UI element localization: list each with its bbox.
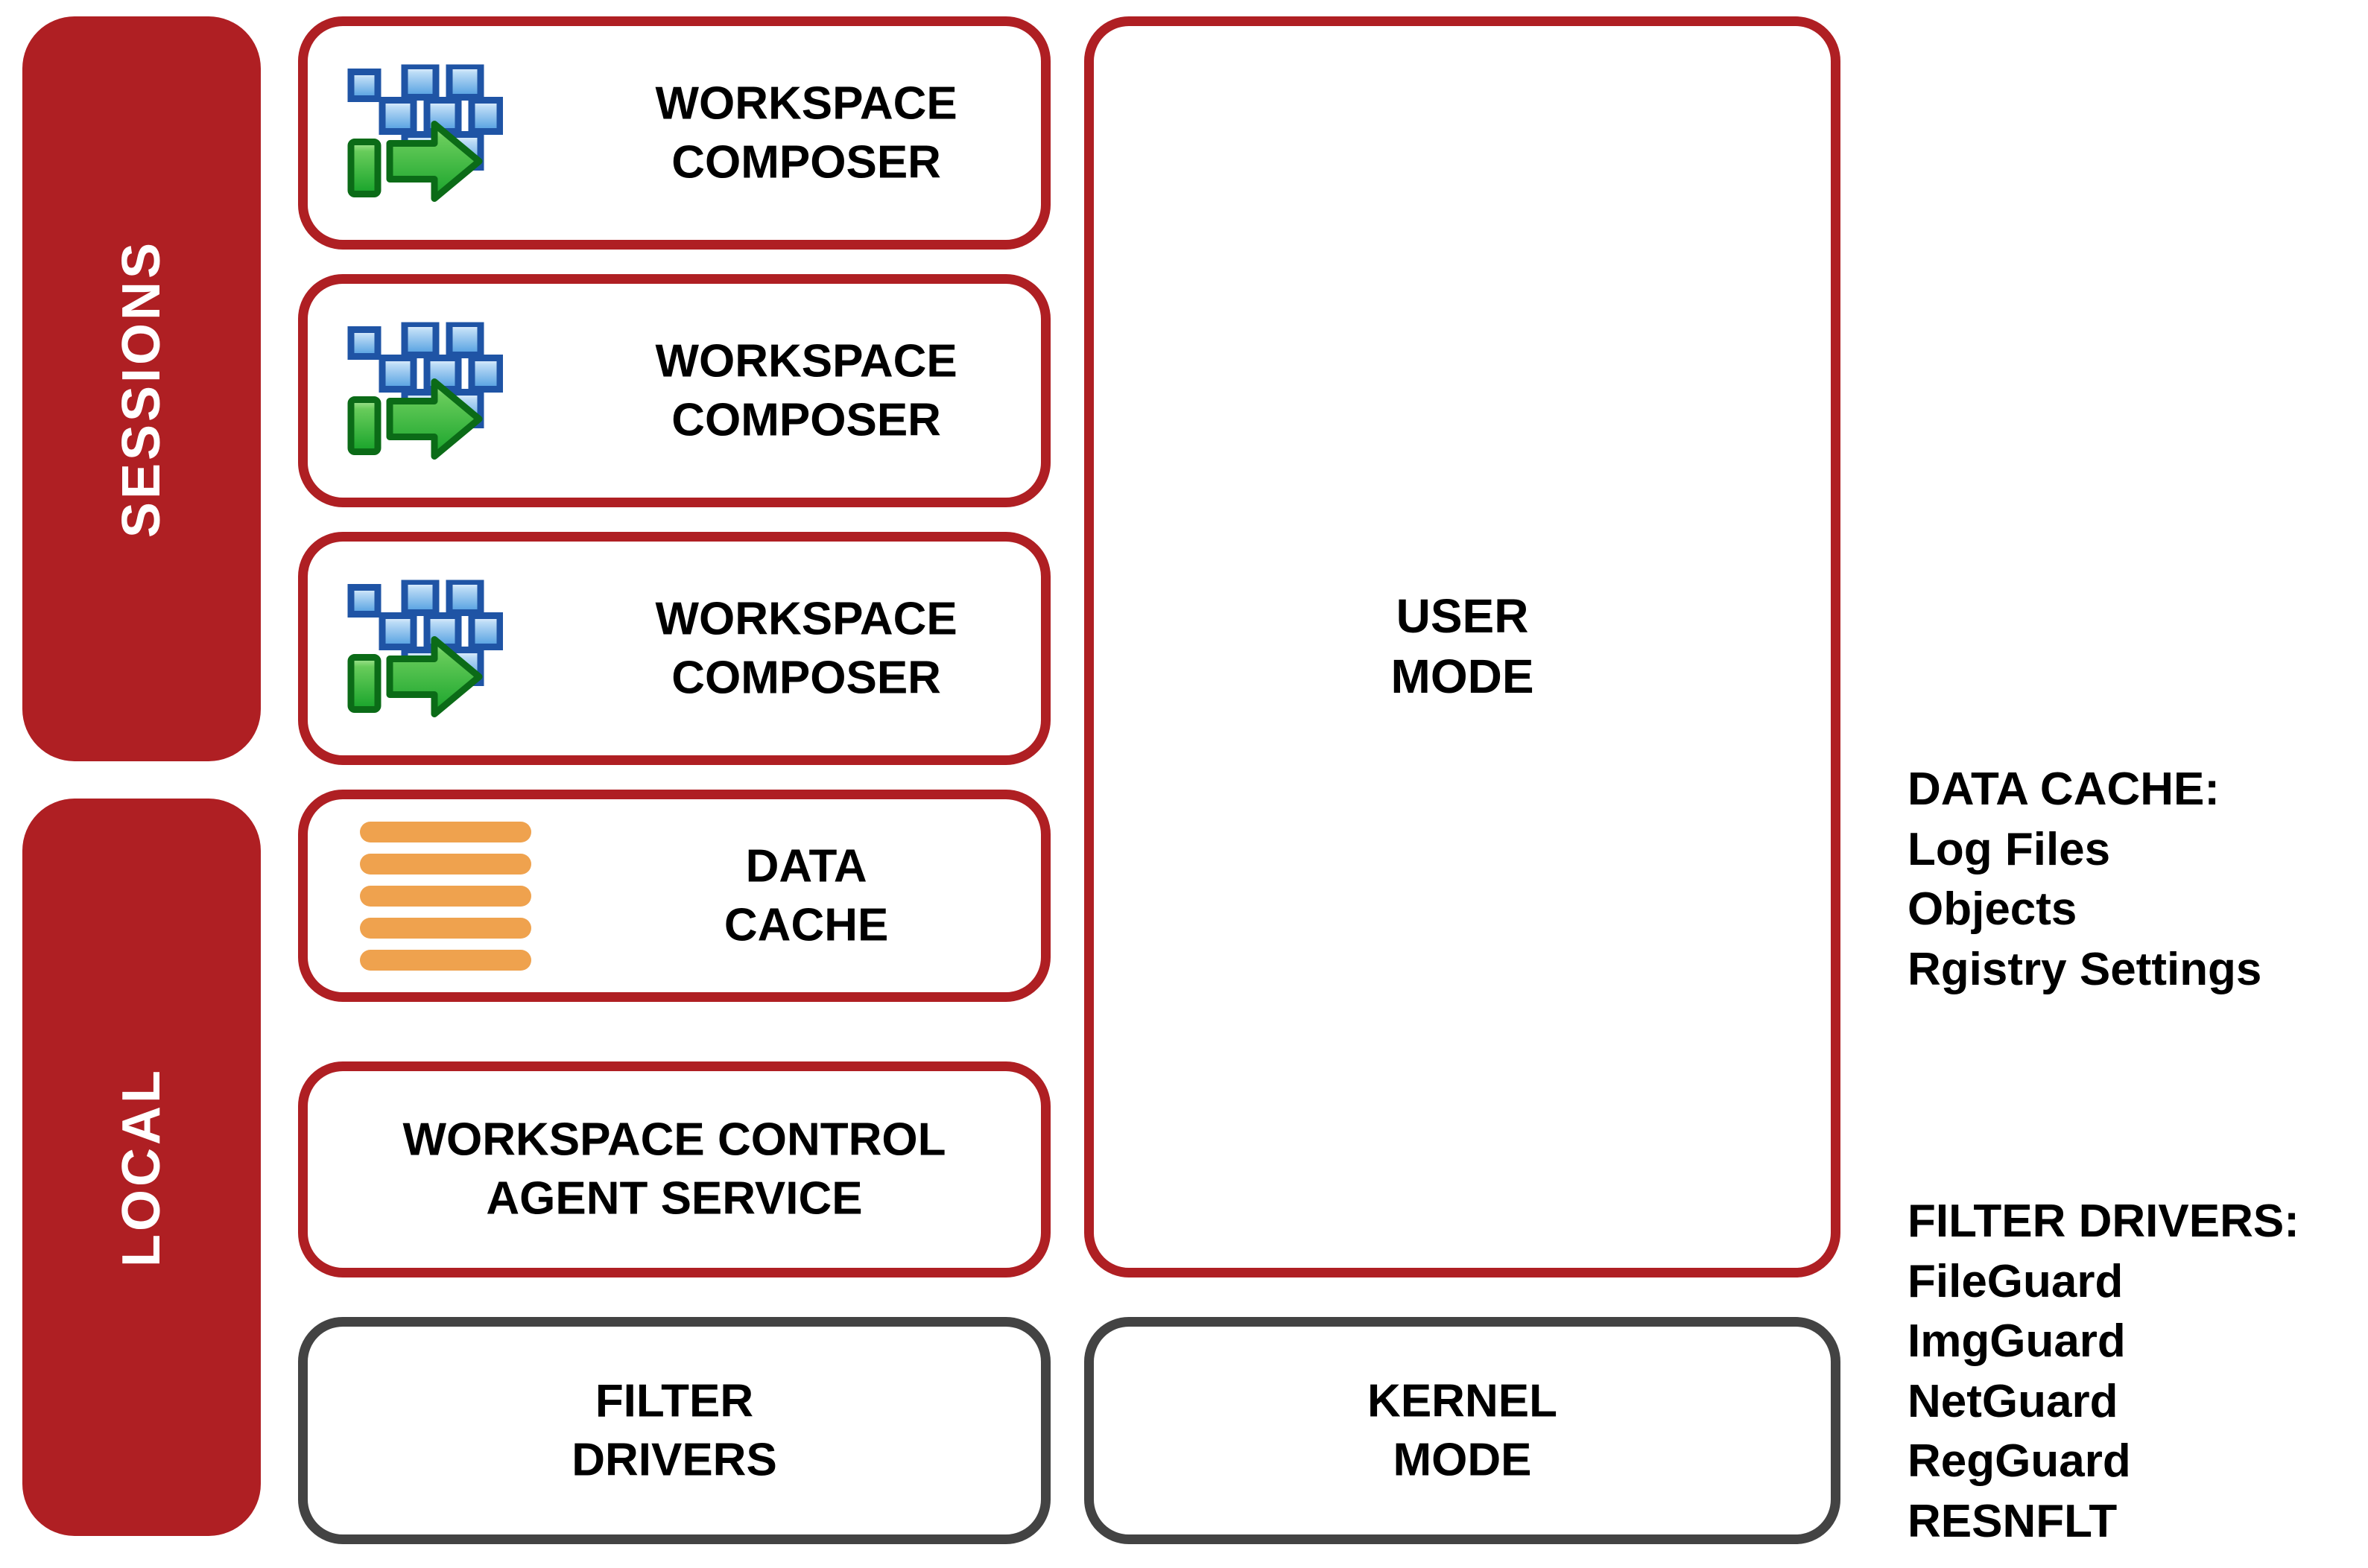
- workspace-composer-icon: [346, 320, 504, 460]
- filter-drivers-box[interactable]: FILTER DRIVERS: [298, 1317, 1051, 1544]
- filter-drivers-legend-item-netguard: NetGuard: [1908, 1375, 2118, 1427]
- workspace-control-agent-service-label: WORKSPACE CONTROL AGENT SERVICE: [402, 1114, 946, 1225]
- workspace-composer-box-3[interactable]: WORKSPACE COMPOSER: [298, 532, 1051, 765]
- data-cache-label: DATA CACHE: [724, 840, 889, 951]
- band-local-label: LOCAL: [112, 1067, 171, 1267]
- workspace-composer-label-3: WORKSPACE COMPOSER: [655, 593, 957, 704]
- data-cache-legend-item-registry-settings: Rgistry Settings: [1908, 943, 2262, 995]
- workspace-composer-box-2[interactable]: WORKSPACE COMPOSER: [298, 274, 1051, 507]
- data-cache-legend: DATA CACHE: Log Files Objects Rgistry Se…: [1908, 760, 2261, 1000]
- filter-drivers-legend-item-regguard: RegGuard: [1908, 1435, 2131, 1488]
- kernel-mode-box[interactable]: KERNEL MODE: [1084, 1317, 1840, 1544]
- data-cache-bar: [360, 917, 531, 939]
- user-mode-label: USER MODE: [1390, 588, 1534, 704]
- workspace-composer-icon: [346, 577, 504, 717]
- data-cache-icon: [360, 821, 531, 971]
- band-local: LOCAL: [22, 799, 261, 1536]
- data-cache-legend-title: DATA CACHE:: [1908, 764, 2220, 815]
- data-cache-box[interactable]: DATA CACHE: [298, 790, 1051, 1002]
- filter-drivers-legend-item-fileguard: FileGuard: [1908, 1255, 2124, 1307]
- workspace-control-agent-service-box[interactable]: WORKSPACE CONTROL AGENT SERVICE: [298, 1061, 1051, 1277]
- data-cache-bar: [360, 885, 531, 907]
- workspace-composer-label-2: WORKSPACE COMPOSER: [655, 335, 957, 446]
- band-sessions-label: SESSIONS: [112, 239, 171, 539]
- filter-drivers-label: FILTER DRIVERS: [572, 1375, 777, 1486]
- workspace-composer-box-1[interactable]: WORKSPACE COMPOSER: [298, 16, 1051, 250]
- workspace-composer-icon: [346, 62, 504, 202]
- filter-drivers-legend-title: FILTER DRIVERS:: [1908, 1196, 2299, 1247]
- data-cache-bar: [360, 853, 531, 875]
- data-cache-legend-item-objects: Objects: [1908, 883, 2077, 936]
- kernel-mode-label: KERNEL MODE: [1367, 1375, 1557, 1486]
- filter-drivers-legend-item-resnflt: RESNFLT: [1908, 1495, 2118, 1547]
- data-cache-legend-item-log-files: Log Files: [1908, 823, 2111, 875]
- data-cache-bar: [360, 821, 531, 842]
- filter-drivers-legend: FILTER DRIVERS: FileGuard ImgGuard NetGu…: [1908, 1192, 2299, 1552]
- band-sessions: SESSIONS: [22, 16, 261, 761]
- workspace-composer-label-1: WORKSPACE COMPOSER: [655, 77, 957, 188]
- filter-drivers-legend-item-imgguard: ImgGuard: [1908, 1315, 2126, 1368]
- data-cache-bar: [360, 949, 531, 971]
- user-mode-box[interactable]: USER MODE: [1084, 16, 1840, 1277]
